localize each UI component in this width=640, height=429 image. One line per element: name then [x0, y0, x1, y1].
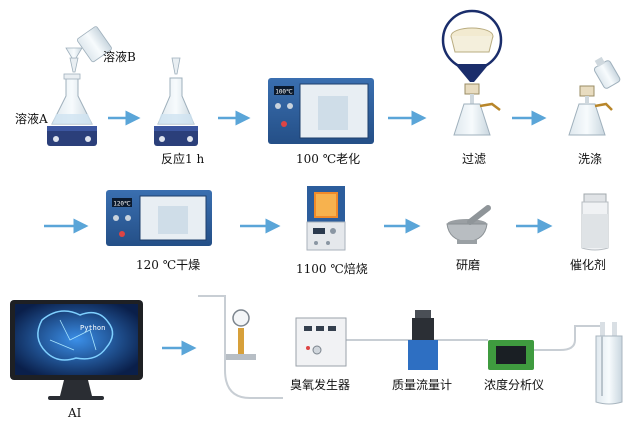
- ai-monitor: Python: [10, 300, 143, 400]
- concentration-analyzer-unit: [488, 340, 534, 370]
- ozone-generator-unit: [295, 317, 347, 367]
- oven-2-display: 120℃: [113, 201, 131, 208]
- monitor-python-text: Python: [80, 324, 105, 332]
- label-ai: AI: [68, 406, 82, 420]
- label-solution-a: 溶液A: [15, 112, 48, 126]
- mass-flowmeter-unit: [408, 310, 438, 370]
- stirrer-flask-a: [47, 73, 97, 146]
- filtration-apparatus: [441, 9, 503, 136]
- label-react-1h: 反应1 h: [161, 152, 205, 166]
- stirrer-flask-reaction: [154, 57, 198, 146]
- oven-120: 120℃: [106, 190, 212, 246]
- label-washing: 洗涤: [578, 152, 603, 166]
- label-ozone-generator: 臭氧发生器: [290, 378, 351, 392]
- catalyst-bottle: [581, 193, 609, 251]
- label-solution-b: 溶液B: [103, 50, 136, 64]
- label-calcination-1100: 1100 ℃焙烧: [296, 262, 368, 276]
- pressure-regulator: [226, 309, 256, 360]
- oven-1-display: 100℃: [275, 89, 293, 96]
- oven-100: 100℃: [268, 78, 374, 144]
- label-aging-100: 100 ℃老化: [296, 152, 361, 166]
- label-mass-flowmeter: 质量流量计: [392, 378, 453, 392]
- label-catalyst: 催化剂: [570, 258, 607, 272]
- mortar-pestle: [446, 205, 491, 244]
- label-filtration: 过滤: [462, 152, 487, 166]
- flow-arrows: [44, 110, 553, 356]
- label-concentration-analyzer: 浓度分析仪: [484, 378, 545, 392]
- label-grinding: 研磨: [456, 258, 481, 272]
- gas-washing-bottle: [595, 322, 623, 405]
- label-drying-120: 120 ℃干燥: [136, 258, 201, 272]
- washing-apparatus: [568, 56, 621, 136]
- funnel-and-beaker-b: [65, 26, 112, 73]
- muffle-furnace: [306, 186, 346, 251]
